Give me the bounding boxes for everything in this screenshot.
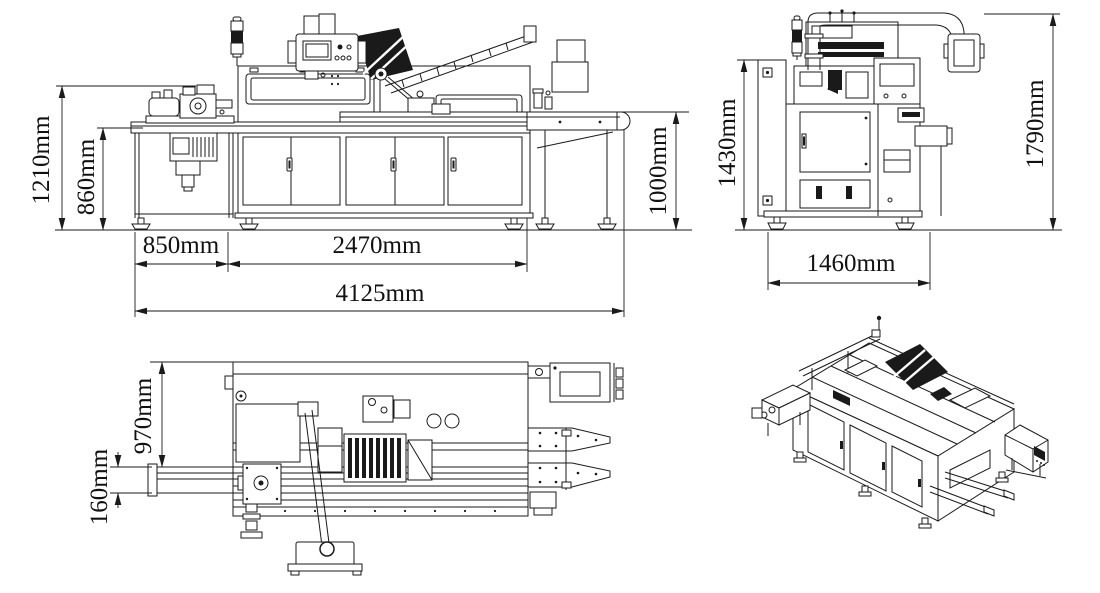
signal-tower-icon [230, 16, 244, 66]
underbed-motor [169, 132, 218, 192]
iso-outfeed [929, 471, 1015, 517]
end-machine-outline [735, 9, 1062, 231]
end-cabinet-door [799, 111, 871, 173]
dim-end-overall-width-label: 1460mm [807, 250, 896, 277]
iso-machine [751, 315, 1049, 529]
signal-tower-icon [791, 15, 803, 60]
dim-end-overall-height-label: 1790mm [1022, 79, 1049, 168]
plan-outfeed-forks [527, 427, 611, 516]
plan-machine-outline [147, 361, 624, 576]
iso-infeed [751, 384, 812, 436]
dim-end-overall-width: 1460mm [767, 232, 931, 290]
dim-plan-infeed-width: 160mm [86, 448, 152, 525]
guard-superstructure [237, 65, 531, 123]
plan-motor [527, 362, 624, 403]
dim-front-infeed-length: 850mm [134, 232, 229, 317]
infeed-unit [145, 84, 235, 124]
machine-feet [767, 216, 915, 230]
dim-front-cabinet-length: 2470mm [227, 218, 528, 272]
iso-feet [793, 451, 1009, 529]
dim-end-overall-height: 1790mm [984, 13, 1060, 231]
plan-swing-arm [287, 401, 363, 576]
front-machine-outline [55, 13, 692, 231]
machine-feet [131, 217, 617, 230]
dim-end-frame-height-label: 1430mm [714, 98, 741, 187]
front-elevation-view: 1210mm 860mm 850mm 2470mm 4125mm 1000mm [28, 13, 692, 317]
dim-front-overall-length-label: 4125mm [336, 280, 425, 307]
plan-view: 970mm 160mm [86, 361, 624, 576]
control-panel [287, 13, 367, 80]
dim-end-frame-height: 1430mm [714, 59, 760, 231]
dim-plan-bed-depth-label: 970mm [130, 377, 157, 454]
isometric-view [751, 315, 1049, 529]
dim-front-table-height: 860mm [73, 127, 143, 231]
iso-console [1004, 424, 1049, 479]
iso-cabinet-doors [807, 403, 923, 508]
carton-gripper-arm [374, 67, 451, 115]
dim-plan-bed-depth: 970mm [130, 361, 236, 468]
cabinet-doors [242, 136, 523, 206]
dim-front-infeed-length-label: 850mm [143, 232, 220, 259]
plan-infeed-conveyor [147, 463, 282, 539]
dim-front-table-height-label: 860mm [73, 138, 100, 215]
dim-front-cabinet-length-label: 2470mm [333, 232, 422, 259]
overhead-duct [804, 12, 985, 73]
dim-plan-infeed-width-label: 160mm [86, 448, 113, 525]
dim-front-overall-height-label: 1210mm [28, 115, 55, 204]
hmi-screen [302, 40, 332, 61]
closing-unit [532, 39, 589, 110]
side-stub-conveyor [914, 125, 953, 216]
dim-front-overall-length: 4125mm [134, 130, 625, 317]
dim-front-overall-height: 1210mm [28, 85, 196, 231]
plan-center-mechanism [317, 395, 460, 483]
end-elevation-view: 1430mm 1790mm 1460mm [714, 9, 1062, 290]
carton-magazine [357, 25, 537, 94]
outfeed-conveyor [526, 111, 631, 218]
dim-front-outfeed-height-label: 1000mm [645, 126, 672, 215]
dim-front-outfeed-height: 1000mm [621, 111, 689, 231]
